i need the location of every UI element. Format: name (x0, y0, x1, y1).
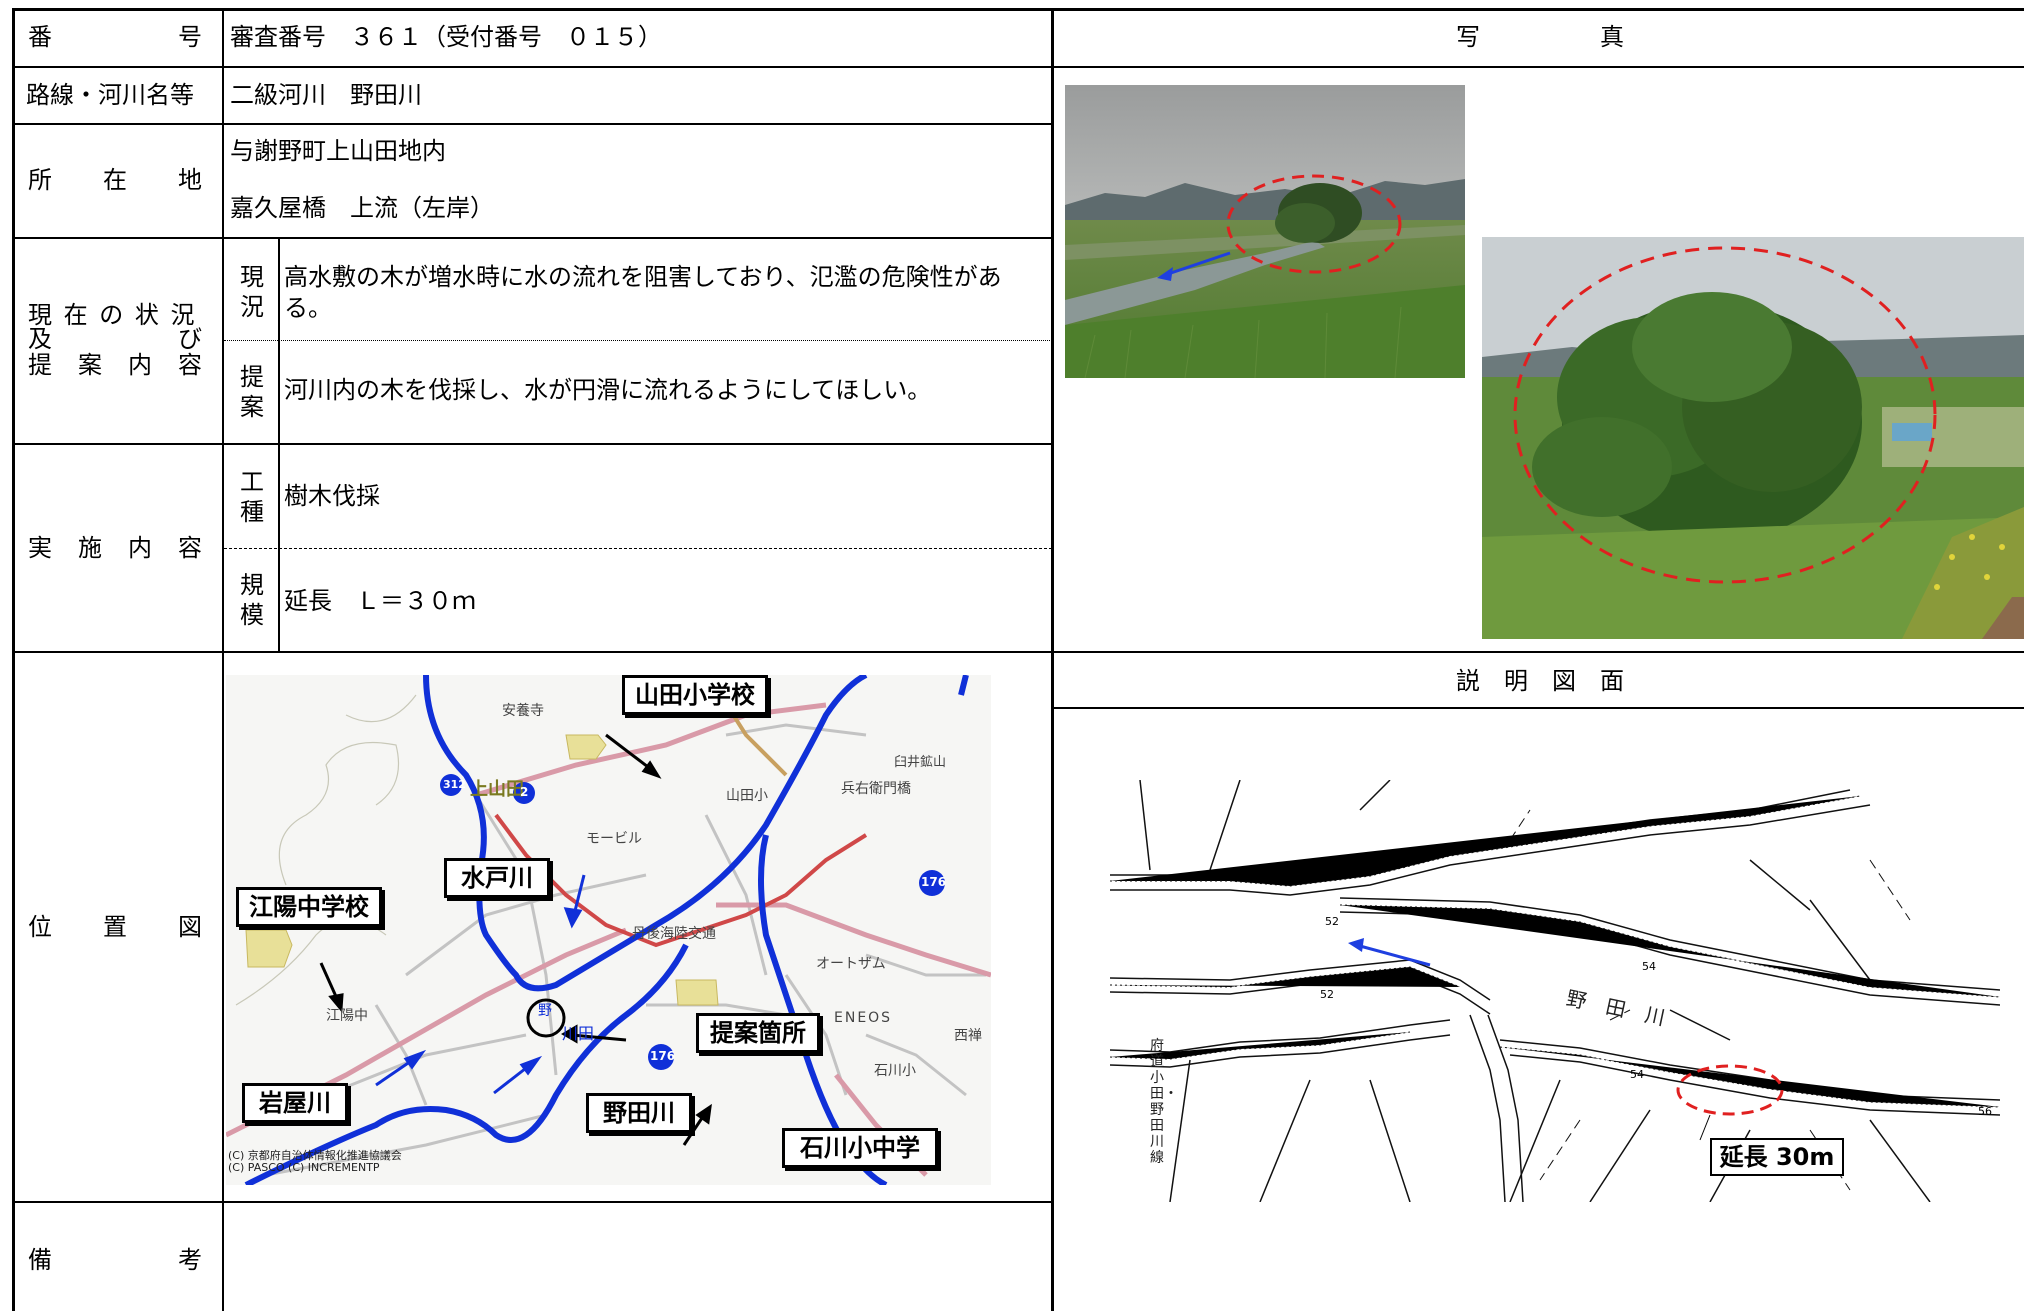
current-text-2: る。 (284, 294, 332, 322)
row-line (12, 237, 1053, 239)
map-label-nishizen: 西禅 (954, 1028, 982, 1044)
elev-54b: 54 (1630, 1068, 1644, 1081)
callout-iwaya-river: 岩屋川 (242, 1083, 348, 1123)
callout-koyo-school: 江陽中学校 (236, 887, 382, 927)
callout-mizuto-river: 水戸川 (444, 858, 550, 898)
river-label: 路線・河川名等 (26, 81, 194, 109)
explanatory-diagram: 野 田 川 府道小田・野田川線 52 52 54 54 56 延長 30m (1110, 780, 2000, 1202)
frame-top (12, 8, 2024, 11)
callout-yamada-school: 山田小学校 (622, 675, 768, 715)
proposal-text: 河川内の木を伐採し、水が円滑に流れるようにしてほしい。 (284, 376, 932, 404)
explanatory-diagram-graphic (1110, 780, 2000, 1202)
number-value: 審査番号 ３６１（受付番号 ０１５） (230, 23, 662, 51)
route-176b: 176 (650, 1049, 676, 1063)
col-divider-main (1051, 8, 1054, 1311)
diagram-header: 説 明 図 面 (1456, 667, 1624, 695)
col-divider-label (222, 8, 224, 1311)
map-label-anzen: 安養寺 (502, 703, 544, 719)
location-label: 所 在 地 (28, 166, 203, 194)
route-2: 2 (520, 785, 529, 799)
map-label-autozam: オートザム (816, 956, 886, 972)
number-label: 番 号 (28, 23, 203, 51)
current-text-1: 高水敷の木が増水時に水の流れを阻害しており、氾濫の危険性があ (284, 263, 1002, 291)
photo-river-overview (1065, 85, 1465, 378)
map-label-heiemon: 兵右衛門橋 (841, 781, 911, 797)
map-label-eneos: ENEOS (834, 1010, 893, 1026)
remarks-label: 備 考 (28, 1246, 203, 1274)
callout-noda-river: 野田川 (586, 1093, 692, 1133)
work-label: 実 施 内 容 (28, 534, 203, 562)
photo-header: 写 真 (1456, 23, 1624, 51)
map-label-tango-rail: 丹後海陸交通 (632, 926, 716, 942)
map-label-no: 野 (538, 1003, 552, 1019)
map-credits-1: (C) 京都府自治体情報化推進協議会 (228, 1149, 402, 1162)
elev-52a: 52 (1325, 915, 1339, 928)
diagram-callout-length: 延長 30m (1710, 1138, 1844, 1176)
row-line (12, 66, 1053, 68)
diagram-header-line (1053, 707, 2024, 709)
map-label-usui: 臼井鉱山 (894, 755, 947, 770)
row-line (12, 1201, 1053, 1203)
map-label-kawada: 川田 (562, 1024, 595, 1043)
tag-divider (278, 238, 280, 444)
status-label-1: 現 在 の 状 況 (28, 301, 197, 329)
frame-left (12, 8, 15, 1311)
photo-header-line (1053, 66, 2024, 68)
map-label-ishikawa-el: 石川小 (874, 1063, 916, 1079)
map-label-kamiyamada: 上山田 (470, 779, 524, 800)
scale-tag: 規模 (240, 571, 264, 629)
work-split (224, 548, 1052, 549)
location-line2: 嘉久屋橋 上流（左岸） (230, 194, 494, 222)
callout-ishikawa-school: 石川小中学 (782, 1128, 938, 1168)
map-label-mobile: モービル (586, 831, 642, 847)
diagram-side-road: 府道小田・野田川線 (1150, 1038, 1178, 1166)
map-label-yamada-el: 山田小 (726, 788, 768, 804)
status-split (224, 340, 1052, 341)
elev-52b: 52 (1320, 988, 1334, 1001)
location-map: 上山田 山田小 江陽中 石川小 丹後海陸交通 モービル 兵右衛門橋 臼井鉱山 安… (226, 675, 991, 1185)
type-value: 樹木伐採 (284, 482, 380, 510)
location-map-graphic (226, 675, 991, 1185)
map-credits-2: (C) PASCO (C) INCREMENTP (228, 1161, 380, 1174)
current-tag: 現況 (240, 263, 264, 321)
route-176a: 176 (921, 875, 947, 889)
photo-tree-closeup-image (1482, 237, 2024, 639)
river-value: 二級河川 野田川 (230, 81, 422, 109)
location-line1: 与謝野町上山田地内 (230, 137, 446, 165)
row-line (12, 123, 1053, 125)
row-line (12, 443, 1053, 445)
proposal-tag: 提案 (240, 363, 264, 421)
row-line (12, 651, 2024, 653)
map-label: 位 置 図 (28, 913, 203, 941)
status-label-3: 提 案 内 容 (28, 351, 203, 379)
photo-tree-closeup (1482, 237, 2024, 639)
elev-54a: 54 (1642, 960, 1656, 973)
elev-56: 56 (1978, 1105, 1992, 1118)
status-label-2: 及 び (28, 325, 203, 353)
scale-value: 延長 Ｌ＝３０ｍ (284, 587, 476, 615)
callout-proposal-site: 提案箇所 (696, 1013, 820, 1053)
route-312: 312 (443, 778, 466, 791)
type-tag: 工種 (240, 468, 264, 526)
map-label-koyo-jh: 江陽中 (326, 1008, 368, 1024)
photo-river-overview-image (1065, 85, 1465, 378)
